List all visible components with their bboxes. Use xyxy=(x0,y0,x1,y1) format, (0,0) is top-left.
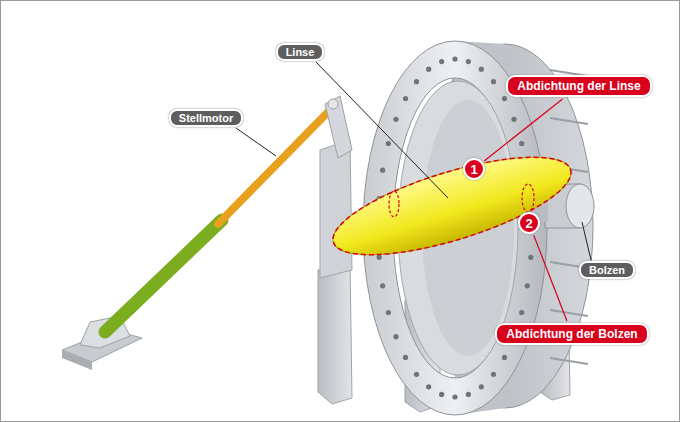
leader-line xyxy=(484,99,562,161)
bolt-hole xyxy=(393,334,398,339)
label-text: 1 xyxy=(470,162,477,177)
bolt-hole xyxy=(491,79,496,84)
seal-label: Abdichtung der Linse xyxy=(506,75,651,97)
bolt-hole xyxy=(386,141,391,146)
label-text: Abdichtung der Linse xyxy=(517,79,640,93)
bolt-hole xyxy=(380,168,385,173)
seal-label: Abdichtung der Bolzen xyxy=(495,323,648,345)
fin xyxy=(550,118,588,124)
bolt-hole xyxy=(452,56,457,61)
bolt-hole xyxy=(414,372,419,377)
bolt-hole xyxy=(511,117,516,122)
label-text: Bolzen xyxy=(589,264,625,276)
bolt-hole xyxy=(519,141,524,146)
bolt-hole xyxy=(466,392,471,397)
bolt-hole xyxy=(525,283,530,288)
bolt-hole xyxy=(502,96,507,101)
callout-number: 1 xyxy=(463,158,485,180)
actuator-base xyxy=(62,316,142,370)
leader-line xyxy=(534,235,567,321)
label-text: Abdichtung der Bolzen xyxy=(506,327,637,341)
bolt-hole xyxy=(502,355,507,360)
bolt-hole xyxy=(393,117,398,122)
label-text: Linse xyxy=(286,46,315,58)
bolt-hole xyxy=(439,59,444,64)
fin xyxy=(550,358,588,364)
actuator xyxy=(105,96,352,332)
part-label: Bolzen xyxy=(579,261,635,279)
bolt-hole xyxy=(403,355,408,360)
bolt-hole xyxy=(414,79,419,84)
bolt-hole xyxy=(377,255,382,260)
bolt-hole xyxy=(479,67,484,72)
bolt-hole xyxy=(491,372,496,377)
part-label: Linse xyxy=(276,43,325,61)
bolt-hole xyxy=(403,96,408,101)
bolt-hole xyxy=(452,394,457,399)
label-text: Stellmotor xyxy=(179,112,233,124)
fin xyxy=(550,310,588,316)
bolt-hole xyxy=(519,310,524,315)
bolt-hole xyxy=(479,384,484,389)
bolt-hole xyxy=(386,310,391,315)
bolt-hole xyxy=(426,67,431,72)
bolt-hole xyxy=(439,392,444,397)
label-text: 2 xyxy=(525,216,532,231)
lens-disc xyxy=(323,137,580,275)
bolt-hole xyxy=(528,255,533,260)
bolt-hole xyxy=(426,384,431,389)
part-label: Stellmotor xyxy=(169,109,243,127)
bolt-hole xyxy=(466,59,471,64)
bolt-hole xyxy=(380,283,385,288)
callout-number: 2 xyxy=(518,212,540,234)
